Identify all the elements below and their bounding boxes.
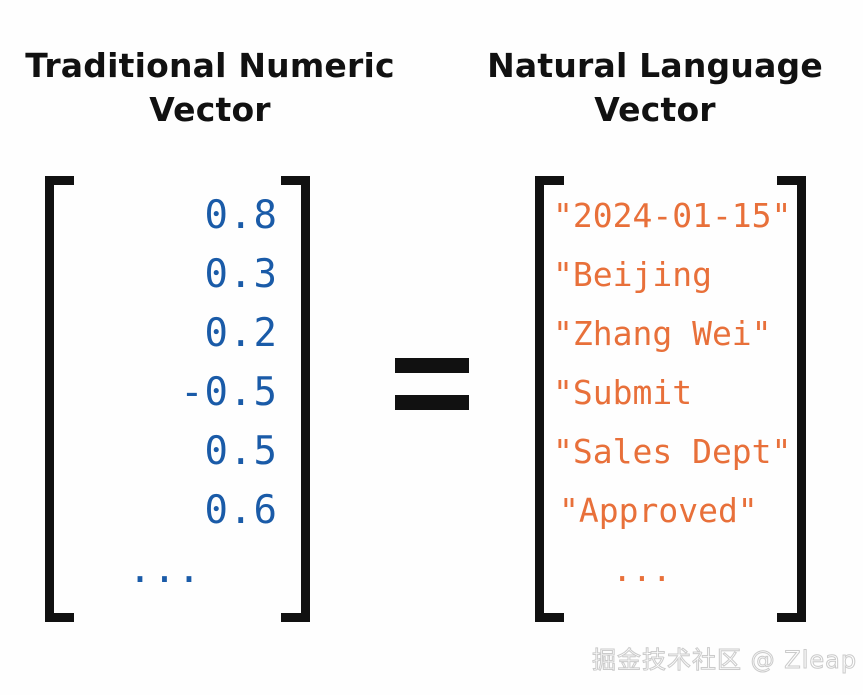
natural-language-vector-values: "2024-01-15" "Beijing "Zhang Wei" "Submi… bbox=[553, 186, 793, 599]
numeric-vector-open-bracket bbox=[45, 176, 83, 622]
natural-language-vector-close-bracket bbox=[768, 176, 806, 622]
right-panel-title: Natural Language Vector bbox=[455, 44, 855, 132]
bracket-stem bbox=[45, 176, 54, 622]
numeric-vector-item: 0.3 bbox=[204, 252, 278, 297]
natural-language-vector-open-bracket bbox=[535, 176, 573, 622]
numeric-vector-ellipsis: ... bbox=[128, 547, 202, 592]
numeric-vector-item: 0.6 bbox=[204, 488, 278, 533]
left-panel-title-line1: Traditional Numeric bbox=[25, 46, 395, 85]
numeric-vector-item: 0.2 bbox=[204, 311, 278, 356]
numeric-vector-close-bracket bbox=[272, 176, 310, 622]
natural-language-vector-ellipsis: ... bbox=[612, 550, 672, 589]
right-panel-title-line2: Vector bbox=[594, 90, 716, 129]
natural-language-vector-item: "Approved" bbox=[559, 491, 758, 530]
equals-sign-icon bbox=[395, 358, 469, 410]
equals-bar-bottom bbox=[395, 395, 469, 410]
numeric-vector-item: -0.5 bbox=[180, 370, 278, 415]
bracket-arm-bottom bbox=[777, 613, 806, 622]
natural-language-vector-item: "Beijing bbox=[553, 255, 712, 294]
watermark-text: 掘金技术社区 @ Zleap bbox=[591, 646, 858, 675]
numeric-vector-item: 0.5 bbox=[204, 429, 278, 474]
left-panel-title-line2: Vector bbox=[149, 90, 271, 129]
numeric-vector-values: 0.8 0.3 0.2 -0.5 0.5 0.6 ... bbox=[60, 186, 278, 599]
natural-language-vector-item: "Sales Dept" bbox=[553, 432, 792, 471]
numeric-vector-item: 0.8 bbox=[204, 193, 278, 238]
equals-bar-top bbox=[395, 358, 469, 373]
bracket-arm-top bbox=[777, 176, 806, 185]
right-panel-title-line1: Natural Language bbox=[487, 46, 823, 85]
bracket-arm-top bbox=[281, 176, 310, 185]
bracket-stem bbox=[301, 176, 310, 622]
bracket-arm-bottom bbox=[281, 613, 310, 622]
bracket-arm-top bbox=[535, 176, 564, 185]
bracket-stem bbox=[535, 176, 544, 622]
natural-language-vector-item: "Submit bbox=[553, 373, 693, 412]
natural-language-vector-item: "Zhang Wei" bbox=[553, 314, 772, 353]
left-panel-title: Traditional Numeric Vector bbox=[10, 44, 410, 132]
bracket-stem bbox=[797, 176, 806, 622]
natural-language-vector-item: "2024-01-15" bbox=[553, 196, 792, 235]
bracket-arm-top bbox=[45, 176, 74, 185]
bracket-arm-bottom bbox=[535, 613, 564, 622]
bracket-arm-bottom bbox=[45, 613, 74, 622]
